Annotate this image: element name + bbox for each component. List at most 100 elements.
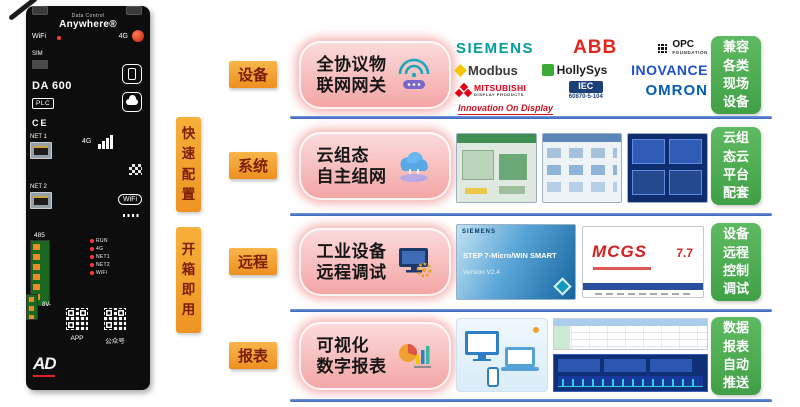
- led-dot: [90, 263, 94, 267]
- feature-cloud-scada: 云组态自主组网: [299, 132, 451, 200]
- cloud-network-icon: [399, 152, 428, 182]
- terminal-block-485: [30, 240, 50, 306]
- antenna-knob-4g: [132, 30, 144, 42]
- modbus-icon: [454, 63, 467, 77]
- scada-screenshot-green: [456, 133, 537, 203]
- ad-logo: AD: [33, 354, 57, 377]
- hollysys-logo: HollySys: [541, 63, 607, 77]
- scada-screenshots: [456, 133, 709, 203]
- mcgs-screenshot: MCGS 7.7: [582, 226, 704, 298]
- dashboard-screenshot: [553, 354, 708, 392]
- power-label: 8V-: [42, 302, 52, 308]
- category-remote: 远程: [229, 248, 277, 275]
- device-brand-name: Anywhere®: [59, 19, 117, 30]
- power-connector: [26, 294, 38, 320]
- logo-row: SIEMENS ABB OPC FOUNDATION: [456, 37, 708, 59]
- signal-bars-icon: [98, 134, 113, 149]
- device-brand: Data Control Anywhere®: [26, 13, 150, 30]
- omron-logo: OMRON: [645, 82, 708, 100]
- dots-icon: [123, 214, 140, 217]
- scada-screenshot-flowchart: [541, 133, 623, 203]
- inovance-logo: INOVANCE: [631, 62, 708, 79]
- iec-logo: IEC 60870-5-104: [568, 81, 603, 100]
- plc-badge: PLC: [32, 98, 55, 109]
- qr-wechat-label: 公众号: [105, 338, 125, 345]
- divider-line: [290, 399, 772, 402]
- label-quick-setup: 快速配置: [176, 117, 201, 212]
- divider-line: [290, 116, 772, 119]
- step7-splash-screenshot: SIEMENS STEP 7-Micro/WIN SMART Version V…: [456, 224, 576, 300]
- compatible-brands: SIEMENS ABB OPC FOUNDATION Modbus HollyS…: [454, 37, 708, 115]
- led-dot: [90, 255, 94, 259]
- benefit-report: 数据报表自动推送: [711, 317, 761, 395]
- gateway-device-photo: Data Control Anywhere® WiFi 4G SIM DA 60…: [8, 0, 150, 390]
- mcgs-logo: MCGS: [592, 242, 647, 261]
- monitor-shape: [465, 331, 499, 355]
- mcgs-version: 7.7: [676, 246, 693, 260]
- rs485-label: 485: [34, 232, 45, 239]
- benefit-remote: 设备远程控制调试: [711, 223, 761, 301]
- opc-logo: OPC FOUNDATION: [656, 40, 708, 55]
- led-row: NET1: [90, 254, 110, 260]
- wifi-label: WiFi: [32, 33, 46, 40]
- abb-logo: ABB: [573, 37, 618, 58]
- feature-iot-gateway: 全协议物联网网关: [299, 41, 451, 109]
- led-dot: [90, 271, 94, 275]
- logo-row: MITSUBISHI DISPLAY PRODUCTS IEC 60870-5-…: [454, 81, 708, 100]
- spreadsheet-screenshot: [553, 318, 708, 350]
- device-icon: [122, 64, 142, 84]
- 4g-label: 4G: [118, 33, 128, 40]
- device-model: DA 600: [32, 80, 72, 92]
- grid-icon: [129, 164, 142, 175]
- footer-strip: [583, 283, 703, 290]
- software-screenshots: SIEMENS STEP 7-Micro/WIN SMART Version V…: [456, 224, 708, 300]
- digital-report-icon: [398, 343, 431, 368]
- phone-shape: [487, 367, 499, 387]
- qr-app-label: APP: [70, 335, 84, 342]
- led-row: NET2: [90, 262, 110, 268]
- ethernet-port-net1: [30, 142, 52, 159]
- report-screenshots: [456, 318, 708, 392]
- led-row: WiFi: [90, 270, 110, 276]
- antenna-mount-right: [126, 6, 142, 15]
- feature-text: 可视化数字报表: [316, 335, 387, 376]
- category-device: 设备: [229, 61, 277, 88]
- feature-text: 云组态自主组网: [316, 145, 387, 186]
- siemens-logo: SIEMENS: [456, 39, 535, 57]
- feature-digital-report: 可视化数字报表: [299, 322, 451, 390]
- modbus-logo: Modbus: [454, 63, 518, 78]
- laptop-shape: [505, 347, 535, 367]
- ce-mark: CE: [32, 118, 49, 128]
- 4g-signal-label: 4G: [82, 138, 92, 145]
- sim-label: SIM: [32, 51, 43, 57]
- category-system: 系统: [229, 152, 277, 179]
- divider-line: [290, 309, 772, 312]
- mitsubishi-logo: MITSUBISHI DISPLAY PRODUCTS: [454, 82, 526, 98]
- category-report: 报表: [229, 342, 277, 369]
- led-dot: [90, 247, 94, 251]
- wifi-badge: WiFi: [118, 194, 142, 205]
- devices-illustration: [456, 318, 548, 392]
- qr-code-wechat: [102, 306, 128, 332]
- net2-label: NET 2: [30, 184, 47, 190]
- footer-caption: [595, 293, 691, 295]
- benefit-device: 兼容各类现场设备: [711, 36, 761, 114]
- led-row: RUN: [90, 238, 110, 244]
- feature-text: 工业设备远程调试: [316, 241, 387, 282]
- hollysys-icon: [541, 64, 554, 77]
- led-dot: [90, 239, 94, 243]
- antenna-mount-left: [32, 6, 48, 15]
- logo-row: Modbus HollySys INOVANCE: [454, 62, 708, 79]
- device-brand-small: Data Control: [71, 13, 105, 19]
- divider-line: [290, 213, 772, 216]
- scada-screenshot-hmi: [627, 133, 709, 203]
- label-plug-and-play: 开箱即用: [176, 227, 201, 333]
- cloud-icon: [122, 92, 142, 112]
- decoration: [553, 277, 572, 296]
- remote-debug-icon: [398, 248, 431, 278]
- ethernet-port-net2: [30, 192, 52, 209]
- feature-remote-debug: 工业设备远程调试: [299, 228, 451, 296]
- sim-slot: [32, 60, 48, 69]
- led-row: 4G: [90, 246, 110, 252]
